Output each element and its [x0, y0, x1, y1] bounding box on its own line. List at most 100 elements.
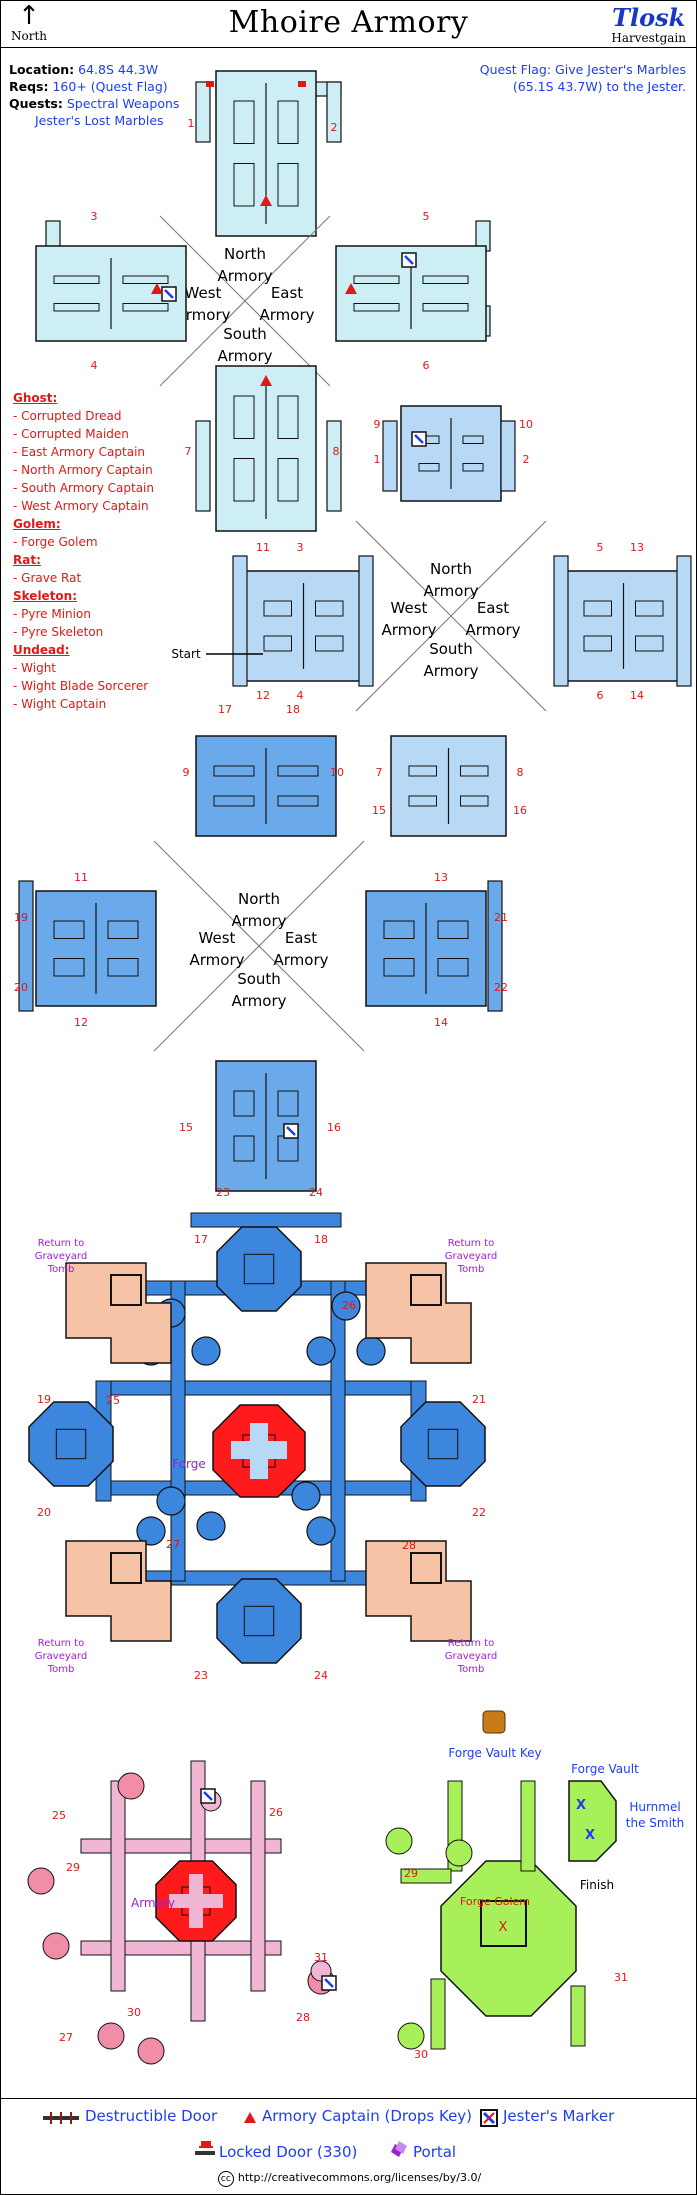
compass-3-south-label: South: [237, 970, 281, 988]
hub-chamber-9: [331, 1291, 361, 1321]
door-number-label: 5: [597, 541, 604, 554]
quest-flag-line-2: (65.1S 43.7W) to the Jester.: [512, 79, 686, 94]
door-number-label: 13: [434, 871, 448, 884]
return-label-0-a: Return to: [38, 1238, 84, 1249]
hub-mid-corridor-b: [110, 1380, 412, 1396]
east-captain: [345, 283, 357, 294]
north-armory-room-alcove-c: [233, 163, 255, 207]
door-number-label: 15: [179, 1121, 193, 1134]
pink-chamber-2: [117, 1772, 145, 1800]
locked-door-marker: [298, 81, 306, 87]
compass-2-south-label: South: [429, 640, 473, 658]
forge-vault-room: [568, 1780, 617, 1862]
mob-item: - North Armory Captain: [13, 463, 153, 477]
level3-right-room-alcove-b: [437, 920, 469, 939]
mob-item: - East Armory Captain: [13, 445, 146, 459]
south-armory-room-alcove-a: [233, 395, 255, 439]
door-number-label: 18: [286, 703, 300, 716]
r2-room-alcove-d: [462, 463, 484, 472]
compass-1-west-armory: Armory: [176, 306, 231, 324]
compass-1-south-label: South: [223, 325, 267, 343]
compass-1-diag-b: [159, 215, 331, 387]
door-number-label: 1: [374, 453, 381, 466]
compass-2-north-label: North: [430, 560, 472, 578]
east-jester-x: [404, 255, 414, 265]
finish-label: Finish: [580, 1878, 614, 1892]
mob-list: Ghost:- Corrupted Dread- Corrupted Maide…: [13, 389, 154, 713]
compass-3-west-label: West: [199, 929, 236, 947]
door-number-label: 5: [423, 210, 430, 223]
compass-1-west-label: West: [185, 284, 222, 302]
door-number-label: 6: [597, 689, 604, 702]
west-armory-room-alcove-a: [53, 275, 100, 284]
legend-armory-captain: Armory Captain (Drops Key): [262, 2107, 473, 2125]
level2-right-room-alcove-d: [635, 635, 664, 652]
door-number-label: 2: [523, 453, 530, 466]
pink-jester-a-x: [203, 1791, 213, 1801]
forge-cross-v: [250, 1423, 268, 1479]
level2-blue-room-alcove-c: [213, 795, 255, 807]
s1-corridor-l: [195, 420, 211, 512]
door-number-label: 11: [256, 541, 270, 554]
forge-golem-label: Forge Golem: [460, 1895, 530, 1908]
level3-left-corridor: [18, 880, 34, 1012]
level2-center-room-alcove-a: [263, 600, 292, 617]
quest-link-1[interactable]: Spectral Weapons: [66, 96, 180, 111]
west-captain: [151, 283, 163, 294]
level2-center-room-alcove-b: [315, 600, 344, 617]
compass-2-diag-b: [355, 520, 547, 712]
peach-room-sw-core: [110, 1552, 142, 1584]
mob-category: Golem:: [13, 517, 61, 531]
level2-center-room-alcove-c: [263, 635, 292, 652]
door-number-label: 19: [37, 1393, 51, 1406]
door-number-label: 3: [297, 541, 304, 554]
door-number-label: 23: [216, 1186, 230, 1199]
west-armory-room-alcove-c: [53, 303, 100, 312]
level3-left-room-alcove-b: [107, 920, 139, 939]
level3-left-room-alcove-d: [107, 958, 139, 977]
door-number-label: 29: [404, 1867, 418, 1880]
door-number-label: 12: [74, 1016, 88, 1029]
license-link[interactable]: http://creativecommons.org/licenses/by/3…: [237, 2171, 482, 2184]
east-armory-room-alcove-a: [353, 275, 400, 284]
peach-room-nw-core: [110, 1274, 142, 1306]
door-number-label: 13: [630, 541, 644, 554]
green-corridor-d: [430, 1978, 446, 2050]
door-number-label: 8: [333, 445, 340, 458]
header-divider: [1, 47, 696, 48]
mob-item: - Forge Golem: [13, 535, 98, 549]
door-number-label: 20: [14, 981, 28, 994]
level3-right-room-alcove-c: [383, 958, 415, 977]
pink-chamber-5: [137, 2037, 165, 2065]
north-indicator: ↑ North: [9, 3, 49, 43]
peach-room-se-core: [410, 1552, 442, 1584]
door-number-label: 10: [519, 418, 533, 431]
hub-north-octagon-core: [243, 1253, 275, 1285]
forge-vault-x-2: X: [585, 1828, 595, 1843]
legend-portal: Portal: [413, 2143, 457, 2161]
door-number-label: 9: [183, 766, 190, 779]
quest-link-2[interactable]: Jester's Lost Marbles: [35, 113, 164, 128]
north-armory-room-alcove-d: [277, 163, 299, 207]
south-armory-room-alcove-c: [233, 458, 255, 502]
door-number-label: 14: [630, 689, 644, 702]
return-label-3-b: Graveyard: [445, 1651, 497, 1662]
return-label-2-c: Tomb: [47, 1664, 75, 1675]
compass-3-diag-b: [153, 840, 365, 1052]
pink-chamber-4: [97, 2022, 125, 2050]
mob-item: - Wight Blade Sorcerer: [13, 679, 149, 693]
north-armory-room-alcove-b: [277, 100, 299, 144]
hub-chamber-8: [291, 1481, 321, 1511]
green-chamber-1: [445, 1839, 473, 1867]
north-armory-room-alcove-a: [233, 100, 255, 144]
mob-item: - Corrupted Maiden: [13, 427, 129, 441]
hub-west-octagon-core: [55, 1428, 87, 1460]
door-number-label: 24: [309, 1186, 323, 1199]
forge-label: Forge: [172, 1457, 206, 1471]
hub-east-octagon-core: [427, 1428, 459, 1460]
door-number-label: 30: [127, 2006, 141, 2019]
level3-right-corridor: [487, 880, 503, 1012]
level3-bottom-room-alcove-a: [233, 1090, 255, 1117]
